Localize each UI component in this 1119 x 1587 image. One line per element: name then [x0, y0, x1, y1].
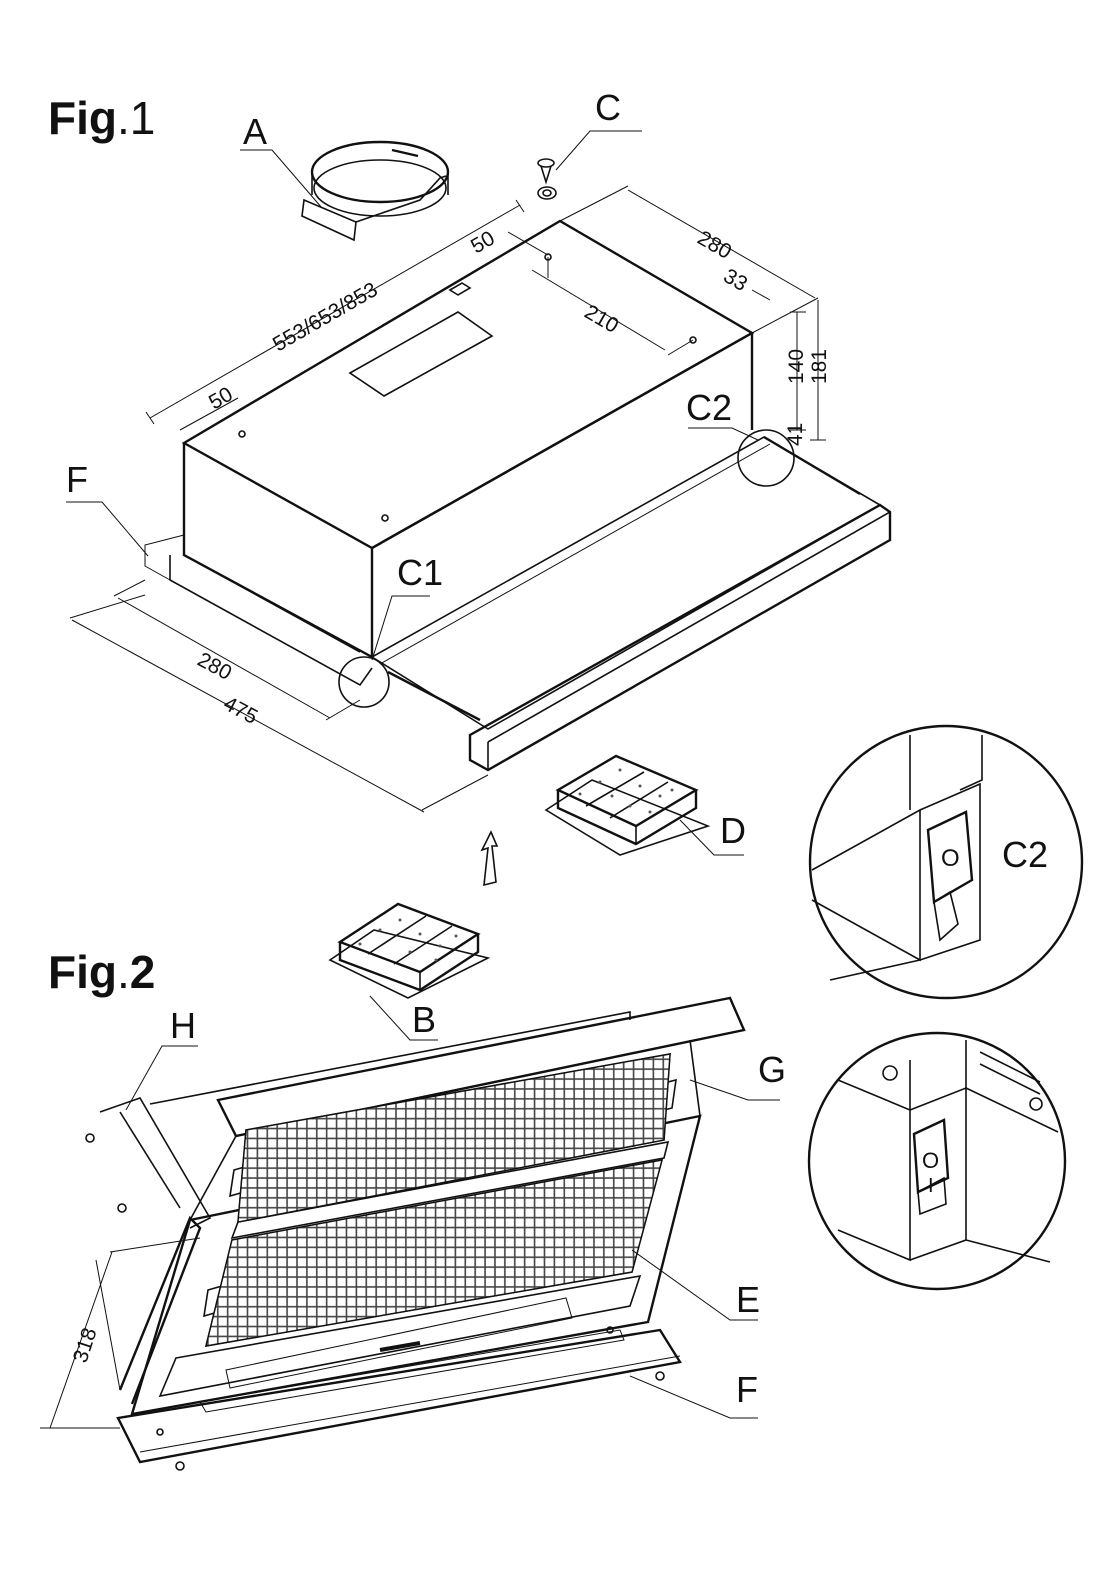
- label-b: B: [412, 999, 436, 1040]
- carbon-filter-b: [330, 904, 488, 998]
- label-e: E: [736, 1279, 760, 1320]
- switch-symbol-upper: O: [941, 845, 960, 872]
- sliding-drawer: [372, 437, 890, 770]
- dim-depth-extended: 475: [220, 692, 262, 729]
- label-f-bottom: F: [736, 1369, 758, 1410]
- dim-height-total: 181: [808, 349, 831, 384]
- fig2-title: Fig.2: [48, 946, 155, 998]
- label-a: A: [243, 111, 267, 152]
- brand-mark: [380, 1343, 420, 1350]
- dim-hole-offset-right: 50: [467, 227, 499, 259]
- switch-symbol-lower-on: I: [928, 1175, 934, 1197]
- label-d: D: [720, 810, 746, 851]
- dim-panel-depth: 318: [69, 1325, 102, 1365]
- label-g: G: [758, 1049, 786, 1090]
- fig1-title: Fig.1: [48, 92, 155, 144]
- dim-side-offset: 33: [720, 264, 752, 296]
- install-arrow: [482, 832, 497, 885]
- duct-collar-a: [302, 142, 448, 240]
- label-c2: C2: [686, 387, 732, 428]
- dim-hole-spacing: 210: [581, 300, 623, 337]
- label-h: H: [170, 1005, 196, 1046]
- dim-hole-offset-left: 50: [205, 383, 237, 415]
- switch-symbol-lower-off: O: [922, 1148, 939, 1173]
- label-c2-detail: C2: [1002, 834, 1048, 875]
- label-c: C: [595, 87, 621, 128]
- dim-depth-bottom: 280: [194, 648, 236, 685]
- label-f-top: F: [66, 459, 88, 500]
- label-c1: C1: [397, 552, 443, 593]
- hood-body: [145, 221, 752, 685]
- carbon-filter-d: [546, 756, 708, 855]
- dim-height-inner: 140: [785, 349, 808, 384]
- dim-width-options: 553/653/853: [269, 278, 382, 356]
- dim-switch-height: 41: [784, 423, 807, 446]
- circle-c1: [339, 657, 389, 707]
- screw-c: [538, 159, 556, 199]
